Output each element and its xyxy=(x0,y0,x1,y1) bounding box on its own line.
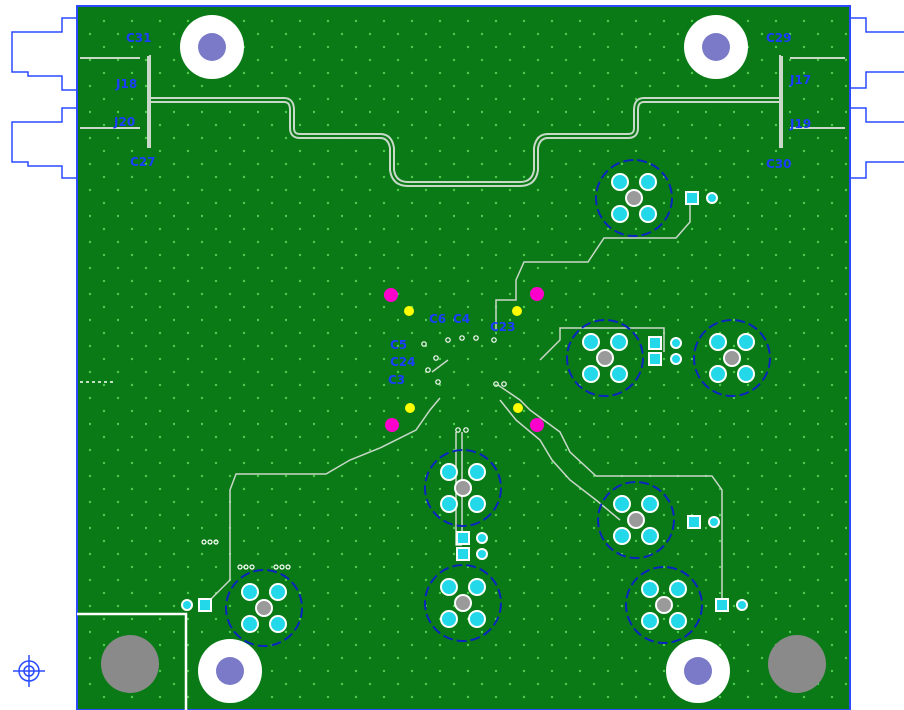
crosshair-origin-icon xyxy=(13,655,45,687)
connector-outline-right xyxy=(850,17,904,179)
label-c24: C24 xyxy=(390,355,416,369)
mounting-holes xyxy=(101,15,826,703)
label-c5: C5 xyxy=(390,338,407,352)
label-j18: J18 xyxy=(115,77,137,91)
label-c23: C23 xyxy=(490,320,516,334)
label-c29: C29 xyxy=(766,31,792,45)
keepout-outline xyxy=(77,612,188,710)
connector-traces xyxy=(80,55,845,148)
label-c30: C30 xyxy=(766,157,792,171)
test-points xyxy=(384,287,544,432)
label-c4: C4 xyxy=(453,312,470,326)
sma-footprints xyxy=(225,159,771,647)
two-pad-components xyxy=(181,191,748,612)
label-c6: C6 xyxy=(429,312,446,326)
label-j19: J19 xyxy=(789,117,811,131)
connector-outline-left xyxy=(11,17,77,179)
label-c3: C3 xyxy=(388,373,405,387)
via-field xyxy=(80,10,847,708)
label-j17: J17 xyxy=(789,73,811,87)
label-j20: J20 xyxy=(113,115,135,129)
reference-labels: C31 J18 J20 C27 C29 J17 J19 C30 C6 C4 C2… xyxy=(113,31,811,387)
label-c31: C31 xyxy=(126,31,152,45)
label-c27: C27 xyxy=(130,155,156,169)
ic-pads xyxy=(201,335,507,570)
